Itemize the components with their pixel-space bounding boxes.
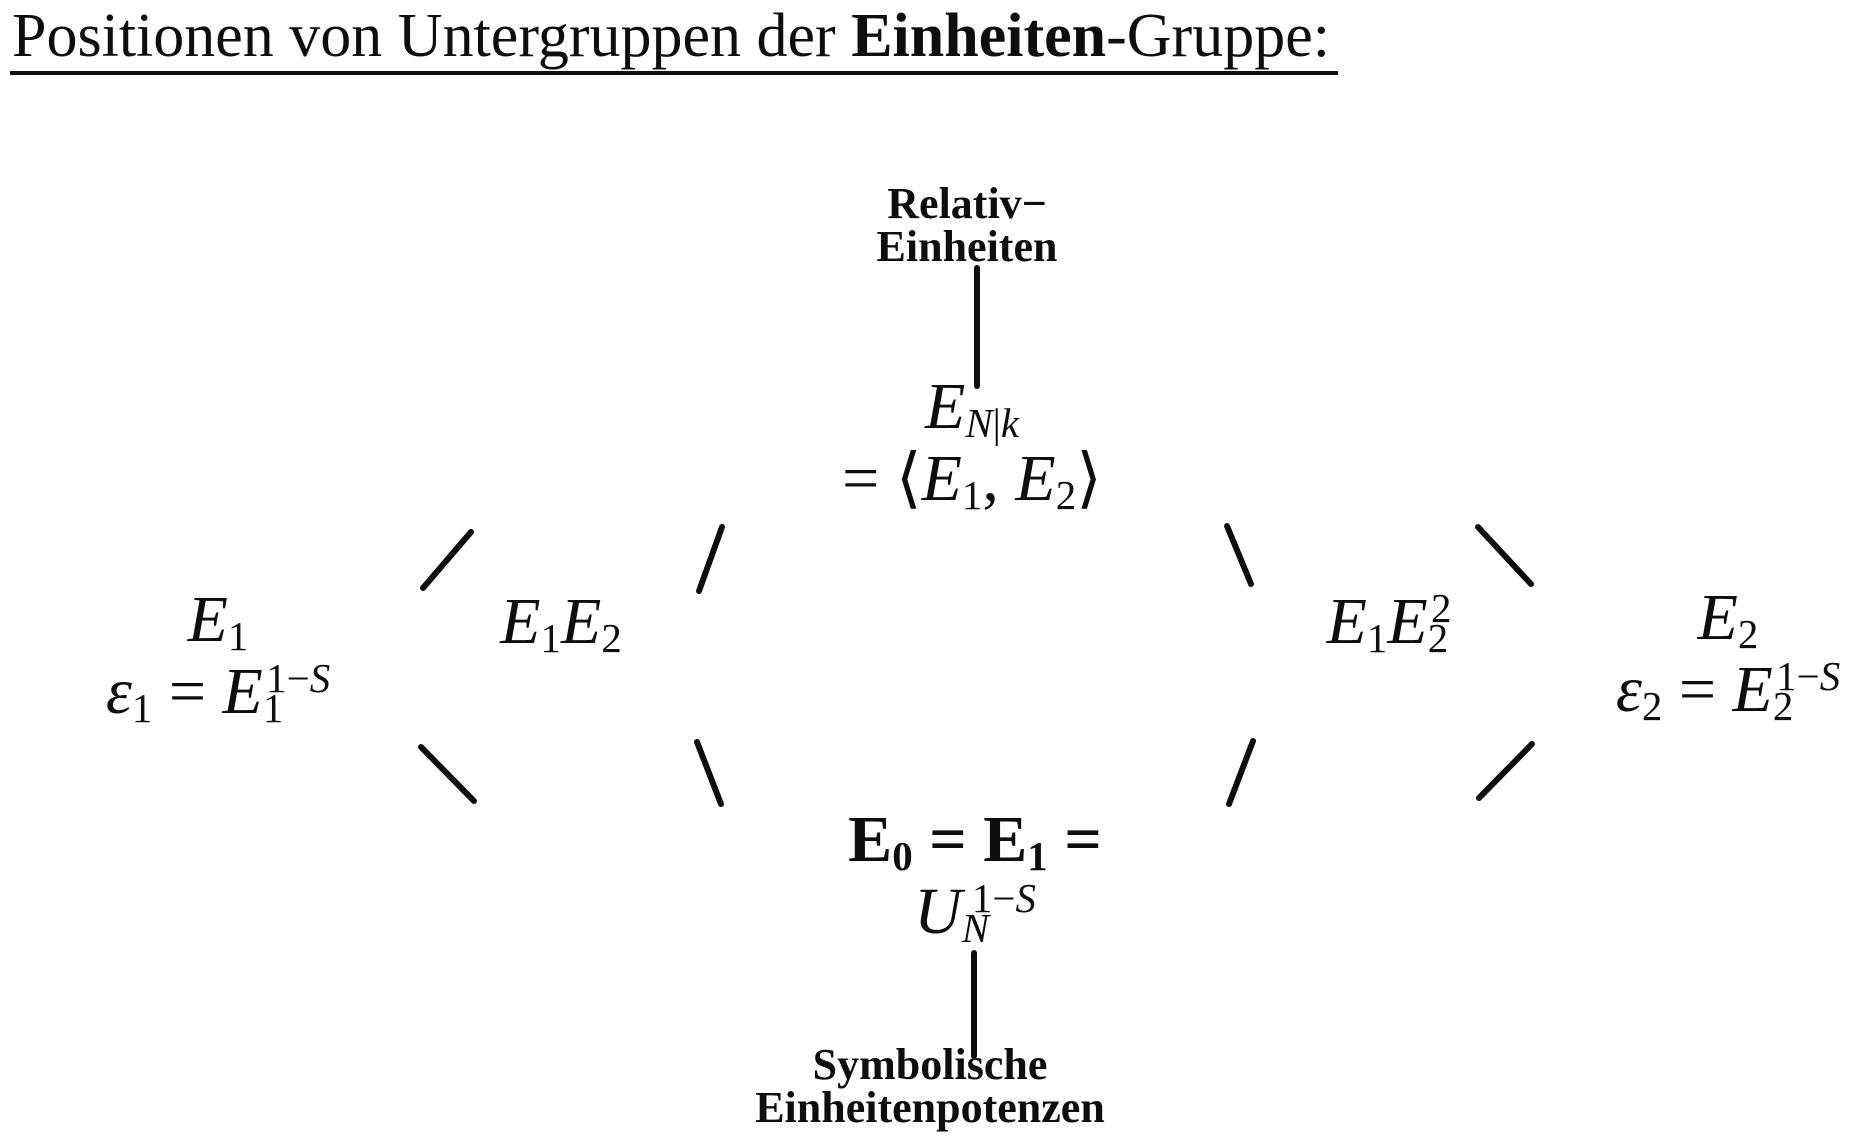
edge-e0-to-e1e2sq — [1226, 738, 1256, 807]
node-e0: E0 = E1 = UN1−S — [848, 803, 1102, 951]
node-e0-line1: E0 = E1 = — [848, 803, 1102, 879]
label-relativ-line1: Relativ− — [887, 179, 1047, 228]
node-relative-units-line1: EN|k — [925, 370, 1019, 446]
edge-enk-to-e2 — [1475, 524, 1534, 587]
node-e1e2sq-line1: E1E22 — [1326, 585, 1452, 661]
edge-e1e2-to-enk — [696, 524, 725, 594]
label-symbolisch-line1: Symbolische — [812, 1040, 1048, 1089]
label-relativ-line2: Einheiten — [876, 222, 1058, 271]
node-e1e2: E1E2 — [500, 585, 622, 661]
edge-e1e2-to-e0 — [694, 739, 724, 807]
node-e1-line1: E1 — [187, 583, 249, 659]
title-post: -Gruppe: — [1106, 2, 1330, 70]
title-pre: Positionen von Untergruppen der — [12, 2, 852, 70]
node-e1-line2: ε1 = E11−S — [105, 655, 331, 731]
page-title: Positionen von Untergruppen der Einheite… — [10, 2, 1338, 76]
node-e1: E1 ε1 = E11−S — [105, 583, 331, 731]
node-e1e2-line1: E1E2 — [500, 585, 622, 661]
edge-e1-to-enk — [420, 529, 474, 591]
label-relativ-einheiten: Relativ− Einheiten — [876, 179, 1058, 271]
node-e1e2sq: E1E22 — [1326, 585, 1452, 661]
title-emphasis: Einheiten — [851, 2, 1107, 70]
edge-enk-to-e1e2sq — [1224, 523, 1254, 587]
edge-e1-to-e0 — [418, 744, 477, 804]
node-e2-line1: E2 — [1697, 581, 1759, 657]
node-e2: E2 ε2 = E21−S — [1615, 581, 1841, 729]
node-e0-line2: UN1−S — [914, 875, 1036, 951]
node-relative-units: EN|k = ⟨E1, E2⟩ — [842, 370, 1102, 518]
edge-e0-to-e2 — [1476, 741, 1535, 801]
label-symbolisch-line2: Einheitenpotenzen — [755, 1083, 1105, 1132]
node-relative-units-line2: = ⟨E1, E2⟩ — [842, 442, 1102, 518]
node-e2-line2: ε2 = E21−S — [1615, 653, 1841, 729]
label-symbolische-einheitenpotenzen: Symbolische Einheitenpotenzen — [755, 1040, 1105, 1132]
